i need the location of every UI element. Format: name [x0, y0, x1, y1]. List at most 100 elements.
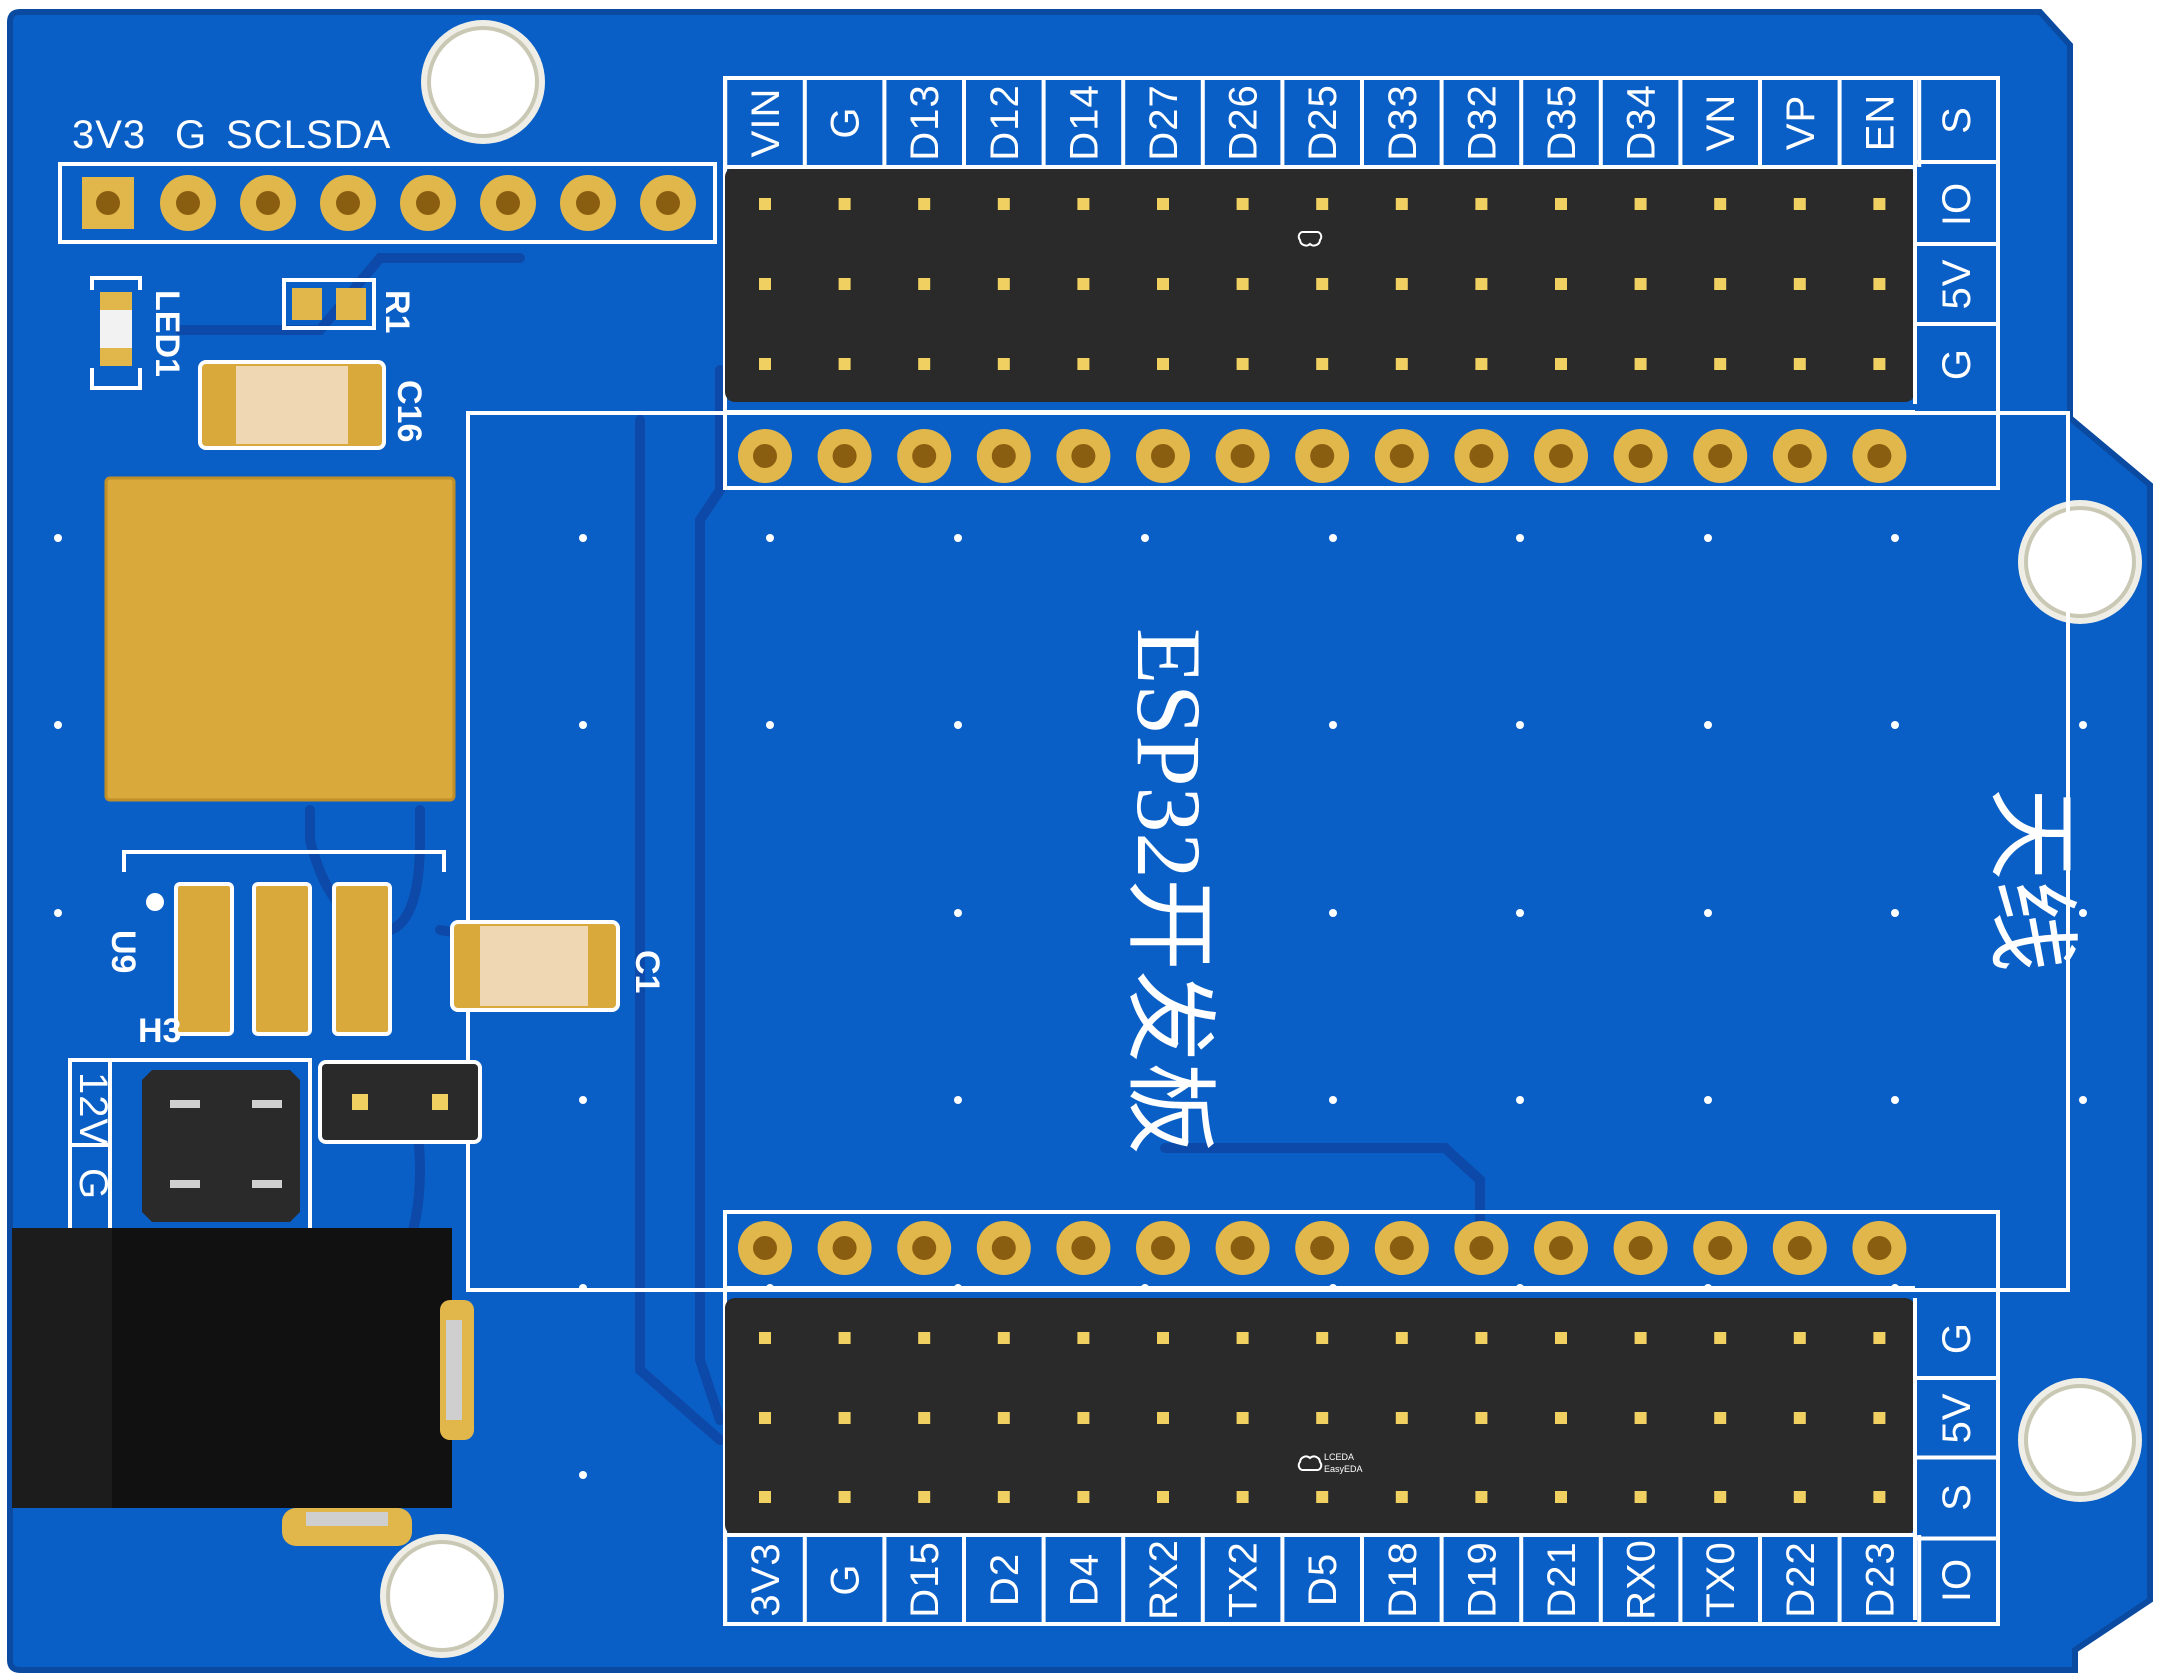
- header-pin: [1475, 1332, 1488, 1344]
- header-pin: [1634, 358, 1647, 370]
- top-pin-label: G: [824, 106, 868, 138]
- header-pad: [738, 429, 792, 483]
- bottom-pin-label: TX0: [1699, 1541, 1743, 1617]
- top-pin-label: D26: [1222, 84, 1266, 160]
- header-pin: [1555, 198, 1567, 210]
- header-pin: [1316, 1332, 1329, 1344]
- header-pad: [817, 429, 872, 483]
- antenna-label: 天线: [1980, 788, 2082, 972]
- header-pin: [1714, 278, 1727, 290]
- header-pin: [997, 198, 1010, 210]
- header-pin: [1555, 1491, 1567, 1503]
- bottom-pin-label: D4: [1062, 1553, 1106, 1606]
- top-side-label: G: [1935, 348, 1979, 380]
- header-pin: [1157, 358, 1169, 370]
- bottom-pin-label: D15: [903, 1541, 947, 1617]
- header-pin: [1077, 278, 1090, 290]
- header-pin: [1077, 1491, 1090, 1503]
- logo-text-lceda: LCEDA: [1324, 1452, 1354, 1462]
- header-pad: [1613, 429, 1668, 483]
- header-pin: [1316, 1412, 1329, 1424]
- header-pin: [1475, 1491, 1488, 1503]
- top-pin-label: D34: [1620, 84, 1664, 160]
- header-pad: [1136, 429, 1190, 483]
- header-pin: [838, 1332, 851, 1344]
- header-pin: [1077, 1332, 1090, 1344]
- header-pad: [1374, 1221, 1429, 1275]
- i2c-pin: [82, 177, 134, 229]
- header-pin: [1157, 1412, 1169, 1424]
- top-pin-label: D32: [1460, 84, 1504, 160]
- bottom-pin-label: D2: [983, 1553, 1027, 1606]
- header-pad: [738, 1221, 792, 1275]
- header-pin: [1395, 278, 1408, 290]
- header-pad: [1056, 1221, 1111, 1275]
- header-pad: [1056, 429, 1111, 483]
- bottom-side-label: G: [1935, 1322, 1979, 1354]
- header-pin: [918, 358, 931, 370]
- header-pin: [1475, 1412, 1488, 1424]
- led1-label: LED1: [148, 290, 186, 377]
- header-pin: [1236, 1332, 1249, 1344]
- header-pad: [1374, 429, 1429, 483]
- header-pin: [1714, 358, 1727, 370]
- header-pin: [759, 278, 771, 290]
- c1-label: C1: [628, 950, 666, 993]
- header-pad: [1295, 1221, 1350, 1275]
- r1-label: R1: [378, 290, 416, 333]
- bottom-pin-label: D22: [1779, 1541, 1823, 1617]
- header-pin: [1475, 198, 1488, 210]
- header-pad: [1454, 429, 1509, 483]
- c16-label: C16: [390, 380, 428, 442]
- top-pin-label: VN: [1699, 94, 1743, 152]
- bottom-pin-label: D5: [1301, 1553, 1345, 1606]
- i2c-pin: [480, 175, 536, 231]
- header-pin: [1316, 198, 1329, 210]
- header-pad: [1215, 429, 1270, 483]
- header-pin: [1873, 358, 1886, 370]
- header-pin: [1316, 358, 1329, 370]
- header-pin: [1873, 278, 1886, 290]
- bottom-side-label: S: [1935, 1483, 1979, 1511]
- header-pin: [838, 1412, 851, 1424]
- header-pin: [1555, 278, 1567, 290]
- header-pin: [1793, 198, 1806, 210]
- top-side-label: 5V: [1935, 259, 1979, 310]
- board-title: ESP32开发板: [1118, 628, 1220, 1155]
- header-pin: [1634, 198, 1647, 210]
- i2c-pin: [240, 175, 296, 231]
- header-pin: [1157, 1332, 1169, 1344]
- header-pin: [1236, 278, 1249, 290]
- header-pin: [759, 1412, 771, 1424]
- i2c-pin: [640, 175, 696, 231]
- header-pin: [997, 1412, 1010, 1424]
- header-pin: [1236, 1491, 1249, 1503]
- header-pin: [759, 1332, 771, 1344]
- jumper-h3: H3 12V G: [68, 1012, 482, 1232]
- power-label-12v: 12V: [71, 1072, 115, 1146]
- capacitor-c16: C16: [198, 360, 428, 450]
- bottom-pin-label: 3V3: [744, 1542, 788, 1616]
- header-pin: [1873, 198, 1886, 210]
- i2c-pin: [560, 175, 616, 231]
- i2c-pin: [160, 175, 216, 231]
- header-pin: [1873, 1332, 1886, 1344]
- header-pad: [1852, 429, 1907, 483]
- bottom-pin-label: RX0: [1620, 1539, 1664, 1620]
- header-pin: [1236, 1412, 1249, 1424]
- header-pin: [1316, 278, 1329, 290]
- top-pin-label: D12: [983, 84, 1027, 160]
- top-pin-label: VIN: [744, 88, 788, 158]
- header-pin: [997, 278, 1010, 290]
- top-pin-label: D35: [1540, 84, 1584, 160]
- header-pin: [1157, 278, 1169, 290]
- header-pin: [1475, 358, 1488, 370]
- header-pad: [1772, 429, 1827, 483]
- top-pin-label: D33: [1381, 84, 1425, 160]
- header-pin: [918, 1491, 931, 1503]
- header-pin: [1077, 198, 1090, 210]
- bottom-pin-label: D23: [1858, 1541, 1902, 1617]
- i2c-label-g: G: [175, 113, 207, 157]
- header-pin: [1157, 1491, 1169, 1503]
